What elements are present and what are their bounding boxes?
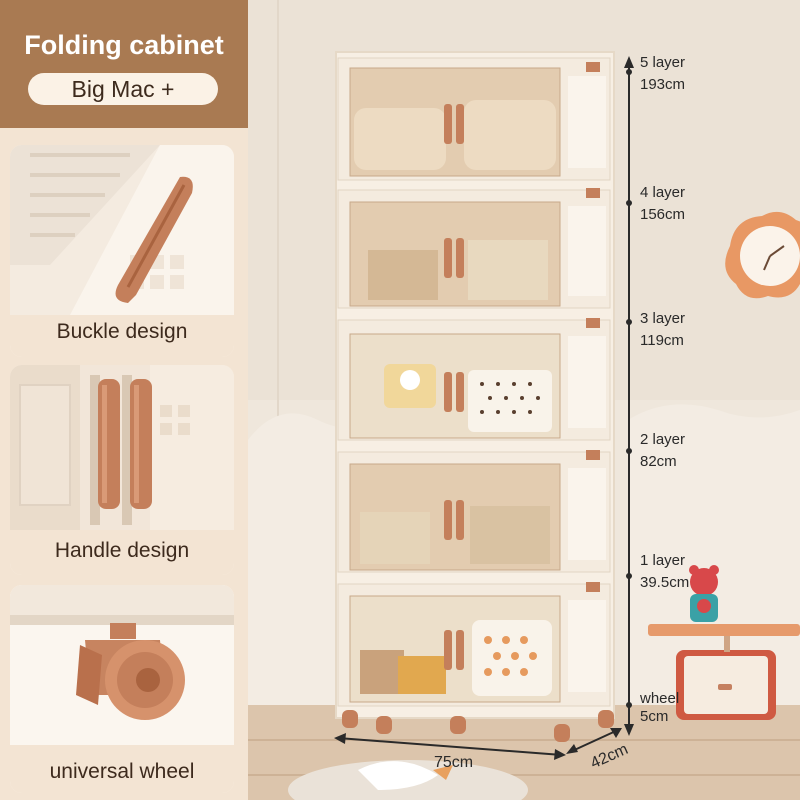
depth-dimension-line xyxy=(566,728,622,754)
wall-clock xyxy=(725,211,800,299)
title-block: Folding cabinet Big Mac + xyxy=(0,0,248,128)
layer-4-label: 4 layer 156cm xyxy=(640,184,686,223)
height-dimension-line xyxy=(624,56,634,736)
width-label: 75cm xyxy=(434,754,474,771)
product-title: Folding cabinet xyxy=(24,30,224,60)
width-dimension-line xyxy=(334,733,566,760)
handle-feature-card: Handle design xyxy=(10,365,234,575)
cabinet-illustration xyxy=(248,0,800,800)
feature-panel: Folding cabinet Big Mac + Buck xyxy=(0,0,248,800)
layer-2-label: 2 layer 82cm xyxy=(640,431,686,470)
layer-3-label: 3 layer 119cm xyxy=(640,310,686,349)
buckle-feature-card: Buckle design xyxy=(10,145,234,357)
folding-cabinet xyxy=(335,51,615,742)
buckle-detail-image xyxy=(10,145,234,357)
wheel-detail-image xyxy=(10,585,234,793)
layer-5-label: 5 layer 193cm xyxy=(640,54,686,93)
layer-1-label: 1 layer 39.5cm xyxy=(640,552,690,591)
product-scene: 5 layer 193cm 4 layer 156cm 3 layer 119c… xyxy=(248,0,800,800)
wheel-feature-card: universal wheel xyxy=(10,585,234,793)
wheel-label: universal wheel xyxy=(49,760,195,783)
model-badge: Big Mac + xyxy=(28,73,218,105)
handle-label: Handle design xyxy=(54,539,190,562)
handle-detail-image xyxy=(10,365,234,575)
wheel-height-label: wheel 5cm xyxy=(640,690,680,725)
buckle-label: Buckle design xyxy=(56,320,188,343)
